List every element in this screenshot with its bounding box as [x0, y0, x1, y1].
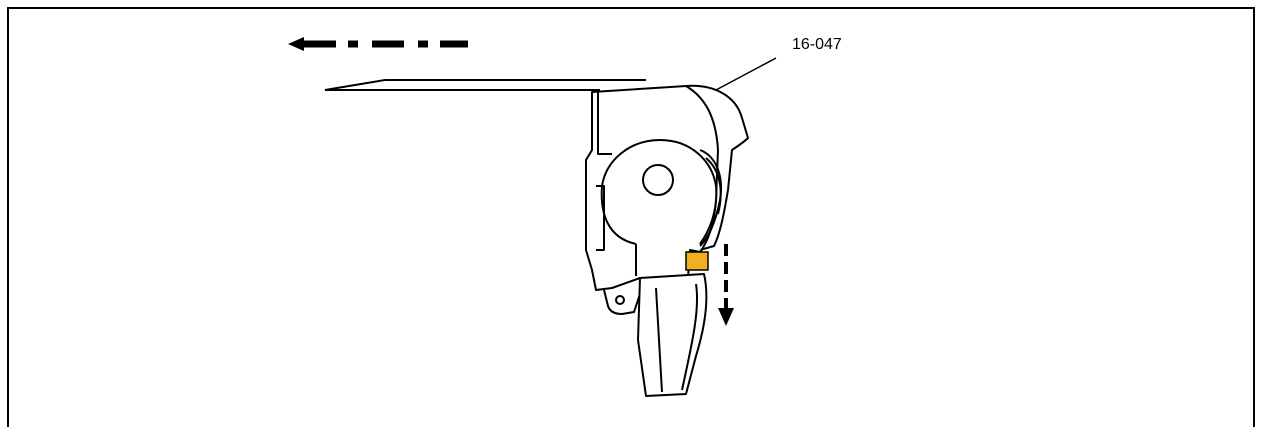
release-direction-arrow [718, 244, 734, 326]
lower-bracket [637, 273, 708, 397]
pull-direction-arrow [288, 37, 468, 51]
part-number-label: 16-047 [792, 36, 842, 53]
figure-border [7, 7, 1255, 427]
retractor-housing [585, 84, 749, 315]
seat-belt-webbing [324, 79, 646, 91]
latch-tab-highlight [685, 251, 709, 271]
leader-line [715, 57, 777, 91]
